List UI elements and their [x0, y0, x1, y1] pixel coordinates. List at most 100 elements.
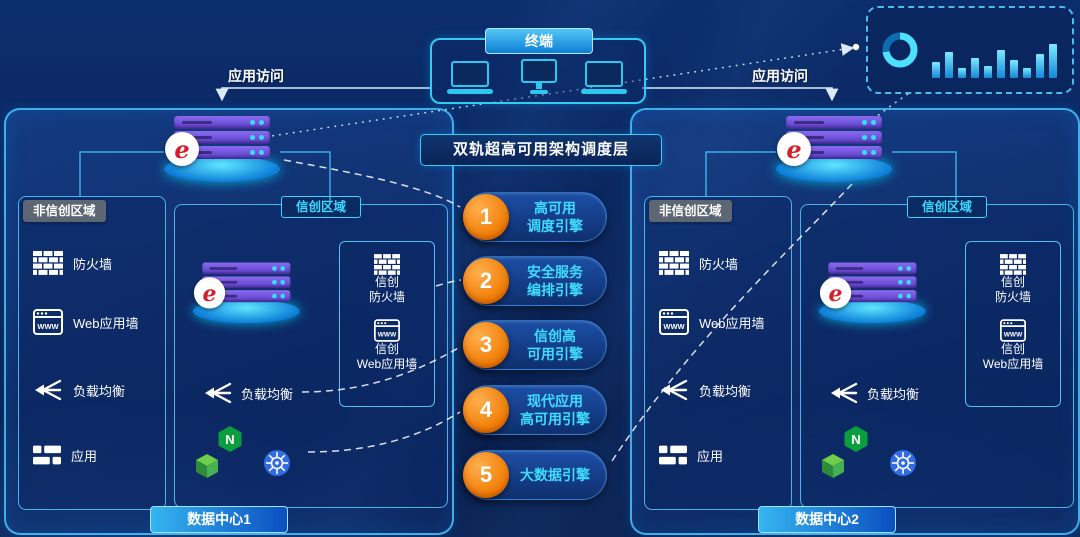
dc2-non-xc-zone: 非信创区域 防火墙 WWW Web应用墙 负载均衡 应用	[644, 196, 792, 510]
vendor-logo-icon: e	[193, 277, 226, 309]
engine-number-badge: 2	[463, 258, 509, 304]
server-stack-icon: e	[164, 110, 280, 182]
zone-title: 信创区域	[907, 196, 988, 218]
server-stack-icon: e	[819, 257, 926, 324]
zone-title: 非信创区域	[649, 200, 732, 222]
firewall-icon	[1000, 254, 1026, 275]
web-app-wall-icon: WWW	[374, 319, 400, 342]
load-balancer-item: 负载均衡	[829, 381, 919, 405]
container-cube-icon	[821, 453, 845, 479]
nginx-icon: N	[843, 425, 869, 453]
kubernetes-icon	[889, 449, 917, 477]
item-label: 负载均衡	[73, 383, 126, 399]
engine-label: 安全服务	[527, 263, 583, 280]
svg-text:WWW: WWW	[1004, 332, 1023, 339]
vendor-logo-icon: e	[777, 132, 811, 166]
xc-firewall-label: 防火墙	[368, 290, 405, 304]
firewall-icon	[374, 254, 400, 275]
kubernetes-icon	[263, 449, 291, 477]
dc1-xc-security-box: 信创 防火墙 WWW 信创 Web应用墙	[339, 241, 435, 407]
application-icon	[33, 444, 61, 466]
web-app-wall-icon: WWW	[1000, 319, 1026, 342]
app-access-label-right: 应用访问	[752, 68, 808, 84]
load-balancer-icon	[33, 378, 63, 402]
web-wall-item: WWW Web应用墙	[659, 309, 785, 335]
engine-number-badge: 5	[463, 452, 509, 498]
engine-modern-app-ha: 4 现代应用高可用引擎	[463, 385, 607, 435]
dc2-xc-zone: 信创区域 e 负载均衡 N 信创 防火墙	[800, 196, 1074, 508]
terminal-box: 终端	[430, 28, 646, 104]
web-app-wall-icon: WWW	[659, 309, 689, 335]
donut-chart-icon	[882, 32, 918, 68]
svg-text:N: N	[225, 432, 234, 447]
server-stack-icon: e	[193, 257, 300, 324]
terminal-label: 终端	[485, 28, 593, 54]
application-icon	[659, 444, 687, 466]
engine-number-badge: 3	[463, 322, 509, 368]
monitoring-dashboard	[866, 6, 1074, 94]
xc-waf-label: Web应用墙	[356, 357, 418, 371]
xc-waf-label: 信创	[1000, 342, 1025, 356]
engine-xc-ha: 3 信创高可用引擎	[463, 320, 607, 370]
xc-firewall-label: 信创	[374, 275, 399, 289]
web-app-wall-icon: WWW	[33, 309, 63, 335]
engine-security-orchestration: 2 安全服务编排引擎	[463, 256, 607, 306]
glow-disc-icon	[193, 299, 300, 324]
load-balancer-item: 负载均衡	[659, 378, 785, 402]
svg-text:N: N	[851, 432, 860, 447]
engine-label: 大数据引擎	[520, 466, 590, 483]
firewall-item: 防火墙	[659, 251, 785, 275]
engine-number-badge: 4	[463, 387, 509, 433]
load-balancer-icon	[829, 381, 859, 405]
svg-text:WWW: WWW	[378, 332, 397, 339]
xc-firewall-label: 防火墙	[994, 290, 1031, 304]
item-label: 负载均衡	[867, 386, 920, 402]
bar-chart-icon	[932, 22, 1060, 78]
datacenter2-label: 数据中心2	[758, 506, 896, 533]
engine-label: 可用引擎	[527, 346, 583, 362]
svg-text:WWW: WWW	[37, 322, 59, 331]
item-label: Web应用墙	[699, 315, 765, 331]
app-access-label-left: 应用访问	[228, 68, 284, 84]
item-label: 负载均衡	[699, 383, 752, 399]
server-stack-icon: e	[776, 110, 892, 182]
nginx-icon: N	[217, 425, 243, 453]
vendor-logo-icon: e	[165, 132, 199, 166]
engine-number-badge: 1	[463, 194, 509, 240]
dc2-xc-security-box: 信创 防火墙 WWW 信创 Web应用墙	[965, 241, 1061, 407]
item-label: 防火墙	[699, 256, 739, 272]
engine-label: 高可用引擎	[520, 411, 590, 427]
scheduler-layer-title: 双轨超高可用架构调度层	[420, 134, 662, 166]
load-balancer-icon	[203, 381, 233, 405]
dc1-non-xc-zone: 非信创区域 防火墙 WWW Web应用墙 负载均衡 应用	[18, 196, 166, 510]
item-label: 负载均衡	[241, 386, 294, 402]
engine-label: 高可用	[534, 199, 576, 216]
vendor-logo-icon: e	[819, 277, 852, 309]
load-balancer-icon	[659, 378, 689, 402]
firewall-item: 防火墙	[33, 251, 159, 275]
firewall-icon	[659, 251, 689, 275]
engine-label: 现代应用	[527, 392, 583, 409]
engine-big-data: 5 大数据引擎	[463, 450, 607, 500]
item-label: 防火墙	[73, 256, 113, 272]
engine-ha-scheduling: 1 高可用调度引擎	[463, 192, 607, 242]
firewall-icon	[33, 251, 63, 275]
load-balancer-item: 负载均衡	[203, 381, 293, 405]
datacenter1-label: 数据中心1	[150, 506, 288, 533]
application-item: 应用	[659, 444, 785, 466]
dc1-xc-zone: 信创区域 e 负载均衡 N 信创 防火墙	[174, 196, 448, 508]
svg-text:WWW: WWW	[663, 322, 685, 331]
engine-label: 编排引擎	[527, 282, 583, 298]
zone-title: 信创区域	[281, 196, 362, 218]
zone-title: 非信创区域	[23, 200, 106, 222]
application-item: 应用	[33, 444, 159, 466]
item-label: 应用	[71, 448, 98, 464]
xc-waf-label: Web应用墙	[982, 357, 1044, 371]
container-cube-icon	[195, 453, 219, 479]
load-balancer-item: 负载均衡	[33, 378, 159, 402]
web-wall-item: WWW Web应用墙	[33, 309, 159, 335]
item-label: 应用	[697, 448, 724, 464]
terminal-devices-icon	[447, 59, 627, 94]
engine-label: 调度引擎	[527, 218, 583, 234]
